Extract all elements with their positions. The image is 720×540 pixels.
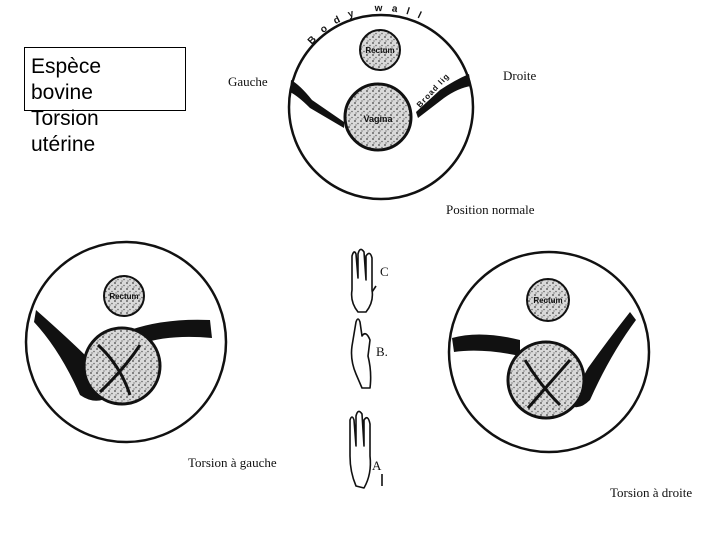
- hand-b-figure: [350, 318, 372, 389]
- right-torsion-rectum-circle: [526, 278, 570, 322]
- left-torsion-vagina-circle: [82, 326, 162, 406]
- hand-b-label: B.: [376, 344, 388, 359]
- hand-a-figure: [349, 410, 383, 489]
- title-box: [24, 47, 186, 111]
- right-torsion-rectum-label: Rectum: [533, 296, 562, 305]
- normal-position-caption: Position normale: [446, 202, 535, 217]
- title-line-3: Torsion: [31, 107, 99, 130]
- hand-a-label: A: [372, 458, 382, 473]
- left-torsion-caption: Torsion à gauche: [188, 455, 277, 470]
- rectum-circle: [359, 29, 401, 71]
- left-torsion-diagram: Rectum Torsion à gauche: [24, 240, 277, 470]
- right-torsion-twist: [523, 359, 572, 409]
- right-torsion-ligament-left: [452, 334, 520, 356]
- right-torsion-caption: Torsion à droite: [610, 485, 692, 500]
- right-torsion-diagram: Rectum Torsion à droite: [447, 250, 692, 500]
- title-line-2: bovine: [31, 81, 93, 104]
- body-wall-circle: [287, 13, 475, 201]
- left-torsion-wall-circle: [24, 240, 228, 444]
- hand-c-figure: [350, 248, 377, 313]
- right-broad-ligament: [416, 74, 471, 118]
- rectum-label: Rectum: [365, 46, 394, 55]
- normal-position-diagram: Rectum Vagina Body wall Broad lig Gauche…: [228, 3, 536, 217]
- left-broad-ligament: [290, 80, 344, 128]
- slide-title: Espèce bovine Torsion utérine: [31, 54, 181, 158]
- left-torsion-rectum-circle: [103, 275, 145, 317]
- left-side-label: Gauche: [228, 74, 268, 89]
- title-line-4: utérine: [31, 133, 96, 156]
- right-torsion-vagina-circle: [506, 340, 586, 420]
- vagina-circle: [343, 82, 413, 152]
- right-torsion-wall-circle: [447, 250, 651, 454]
- left-torsion-ligament-right: [130, 319, 212, 344]
- right-side-label: Droite: [503, 68, 536, 83]
- left-torsion-twist: [96, 343, 142, 396]
- left-torsion-rectum-label: Rectum: [109, 292, 138, 301]
- title-line-1: Espèce: [31, 55, 102, 78]
- hand-c-label: C: [380, 264, 389, 279]
- vagina-label: Vagina: [363, 114, 393, 124]
